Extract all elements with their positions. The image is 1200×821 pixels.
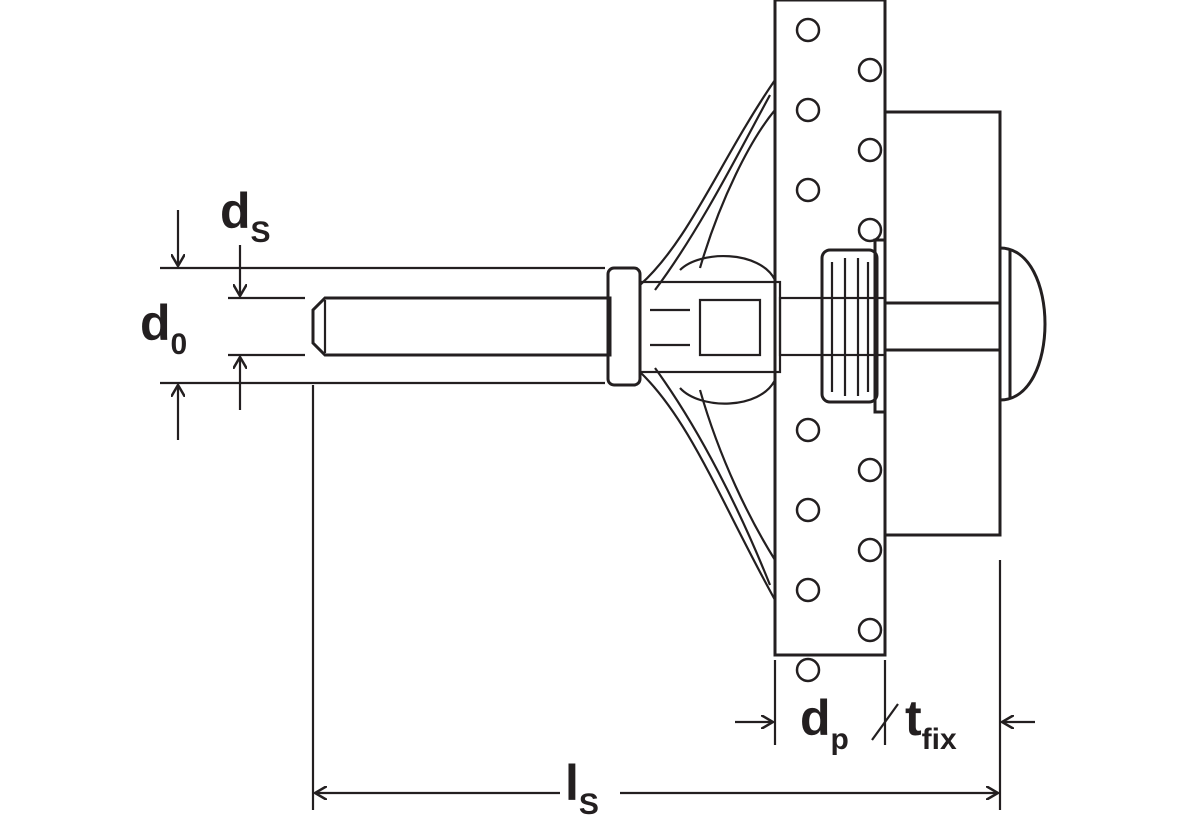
panel-perforations [795, 17, 883, 683]
perforation-hole [795, 177, 821, 203]
label-d0: d0 [140, 295, 187, 361]
perforation-hole [795, 17, 821, 43]
perforation-hole [857, 537, 883, 563]
perforation-hole [857, 457, 883, 483]
anchor-wings [639, 79, 776, 601]
perforation-hole [795, 577, 821, 603]
label-tfix: tfix [905, 690, 957, 756]
perforation-hole [795, 497, 821, 523]
perforation-hole [857, 57, 883, 83]
perforation-hole [857, 137, 883, 163]
perforation-hole [795, 97, 821, 123]
perforation-hole [857, 617, 883, 643]
perforation-hole [795, 417, 821, 443]
perforation-hole [857, 217, 883, 243]
dimension-lines [160, 210, 1035, 810]
screw-head [998, 246, 1047, 402]
label-ls: lS [565, 755, 599, 821]
anchor-sleeve [606, 238, 887, 414]
label-dp: dp [800, 690, 849, 756]
screw-shank [311, 296, 1000, 357]
label-ds: dS [220, 183, 271, 249]
perforation-hole [795, 657, 821, 683]
plasterboard-panel [773, 0, 887, 683]
